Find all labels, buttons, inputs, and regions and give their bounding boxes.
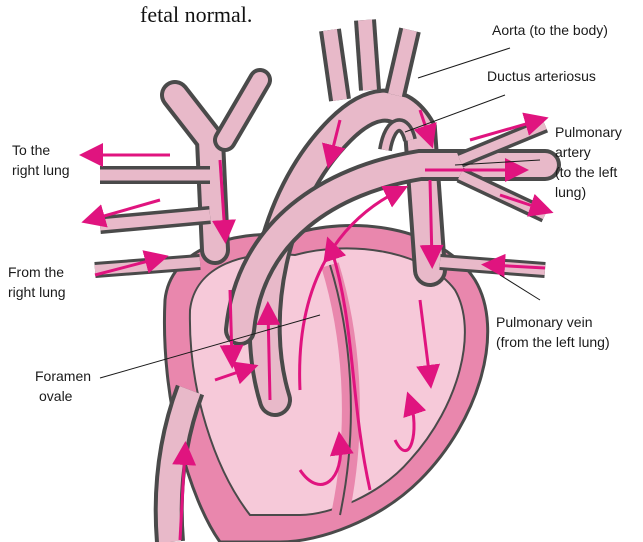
arrow-rv-up	[268, 310, 270, 400]
label-to-right-lung-line1: To the	[12, 140, 70, 160]
label-from-right-lung-line1: From the	[8, 262, 66, 282]
label-pulmonary-artery-line2: artery	[555, 142, 622, 162]
label-foramen-ovale: Foramen ovale	[35, 366, 91, 406]
arrow-ra-down	[230, 290, 232, 360]
label-from-right-lung: From the right lung	[8, 262, 66, 302]
label-pulmonary-vein-line1: Pulmonary vein	[496, 312, 610, 332]
label-pulmonary-artery-line3: (to the left	[555, 162, 622, 182]
label-foramen-ovale-line2: ovale	[35, 386, 91, 406]
label-to-right-lung-line2: right lung	[12, 160, 70, 180]
label-from-right-lung-line2: right lung	[8, 282, 66, 302]
label-foramen-ovale-line1: Foramen	[35, 366, 91, 386]
label-aorta: Aorta (to the body)	[492, 20, 608, 40]
label-pulmonary-artery-line1: Pulmonary	[555, 122, 622, 142]
label-pulmonary-vein: Pulmonary vein (from the left lung)	[496, 312, 610, 352]
label-pulmonary-vein-line2: (from the left lung)	[496, 332, 610, 352]
label-pulmonary-artery: Pulmonary artery (to the left lung)	[555, 122, 622, 202]
label-to-right-lung: To the right lung	[12, 140, 70, 180]
arrow-aorta-down	[430, 180, 432, 260]
figure-caption: fetal normal.	[140, 2, 252, 28]
label-ductus-arteriosus: Ductus arteriosus	[487, 66, 596, 86]
label-pulmonary-artery-line4: lung)	[555, 182, 622, 202]
right-lung-vessels	[95, 175, 210, 270]
